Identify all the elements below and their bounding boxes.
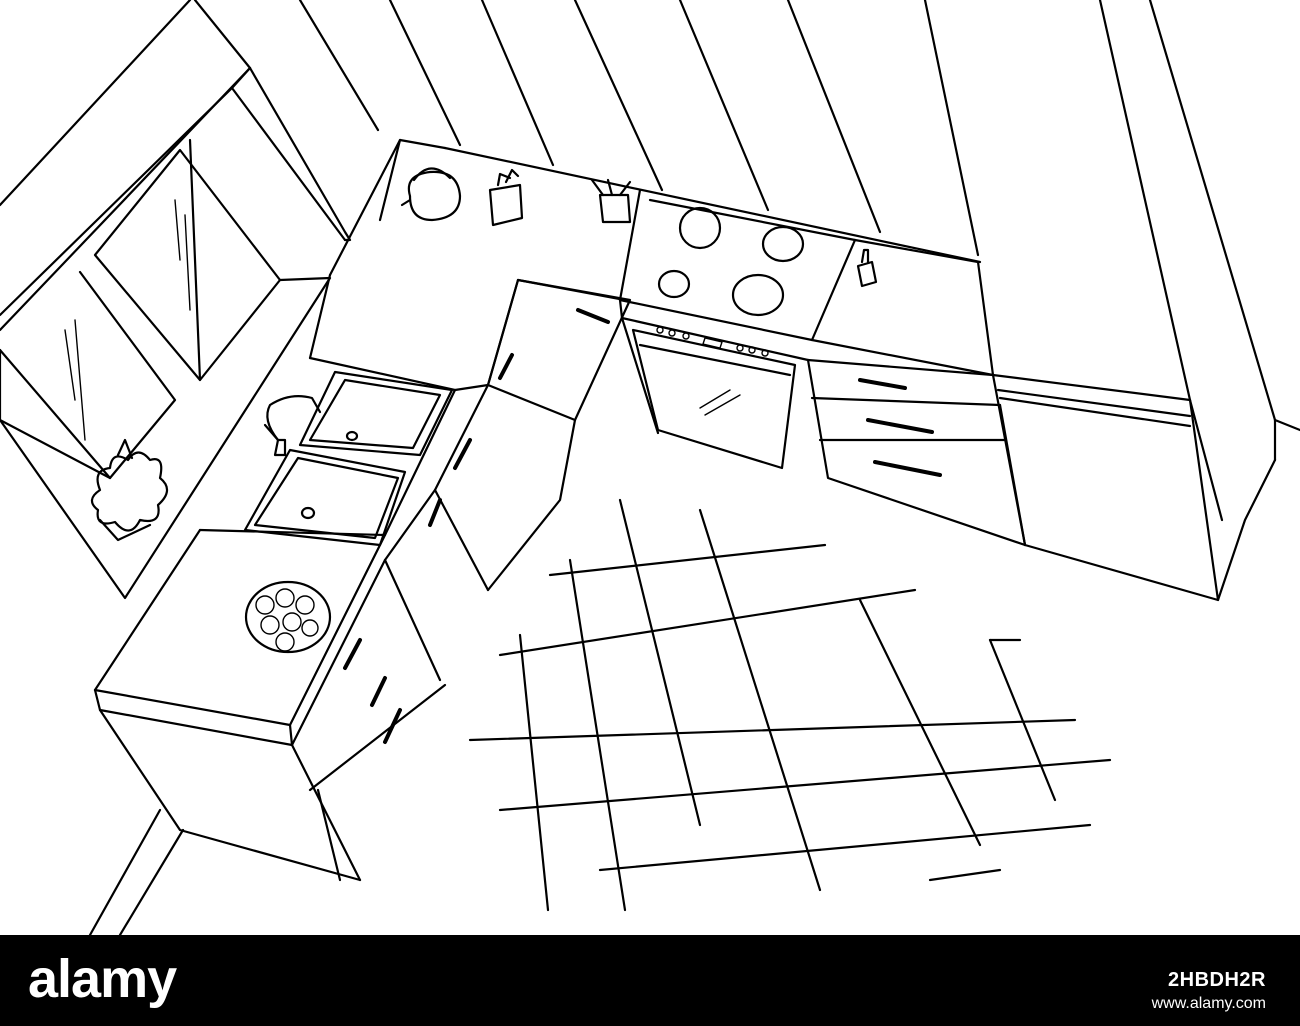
faucet-icon	[263, 395, 322, 457]
kitchen-sketch-svg	[0, 0, 1300, 935]
refrigerator-icon	[991, 373, 1277, 602]
bottle-icon	[856, 248, 878, 288]
kettle-icon	[400, 167, 462, 222]
fruit-bowl-icon	[244, 580, 332, 654]
corner-cabinet	[428, 278, 632, 592]
plant-icon	[90, 438, 169, 542]
site-url-label: www.alamy.com	[1151, 995, 1266, 1012]
alamy-logo: alamy	[28, 949, 268, 1009]
back-counter	[308, 138, 995, 377]
image-id-label: 2HBDH2R	[1168, 969, 1266, 991]
window-icon	[0, 0, 352, 600]
wall-panels	[298, 0, 1300, 462]
oven-icon	[618, 298, 1027, 547]
stock-footer: alamy 2HBDH2R www.alamy.com	[0, 935, 1300, 1026]
left-wall-base	[88, 138, 447, 935]
utensil-holder-icon	[590, 178, 632, 224]
logo-text: alamy	[28, 949, 177, 1009]
kitchen-illustration	[0, 0, 1300, 935]
drawer-icon	[810, 378, 1027, 547]
sink-counter	[93, 356, 457, 882]
tile-floor-icon	[468, 498, 1112, 912]
cooktop-icon	[657, 206, 805, 317]
knife-block-icon	[488, 168, 524, 227]
double-sink-icon	[243, 370, 454, 547]
